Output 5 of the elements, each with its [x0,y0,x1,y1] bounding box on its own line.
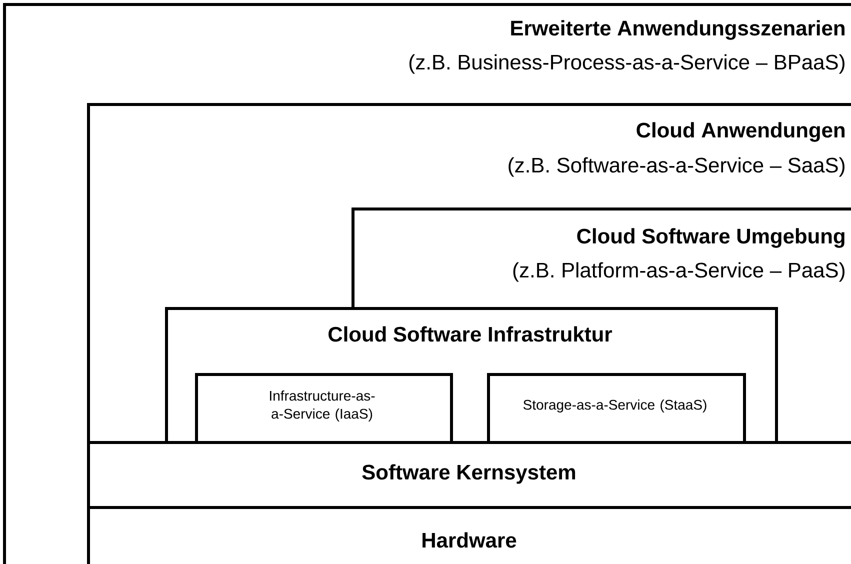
layer-box: Storage-as-a-Service (StaaS) [487,373,746,444]
layer-box: Software Kernsystem [87,441,851,509]
layer-box: Cloud Software Umgebung (z.B. Platform-as-a-Service – PaaS) [352,208,851,307]
layer-box: Infrastructure-as-a-Service (IaaS) [195,373,453,444]
layer-box: Hardware [87,506,851,564]
